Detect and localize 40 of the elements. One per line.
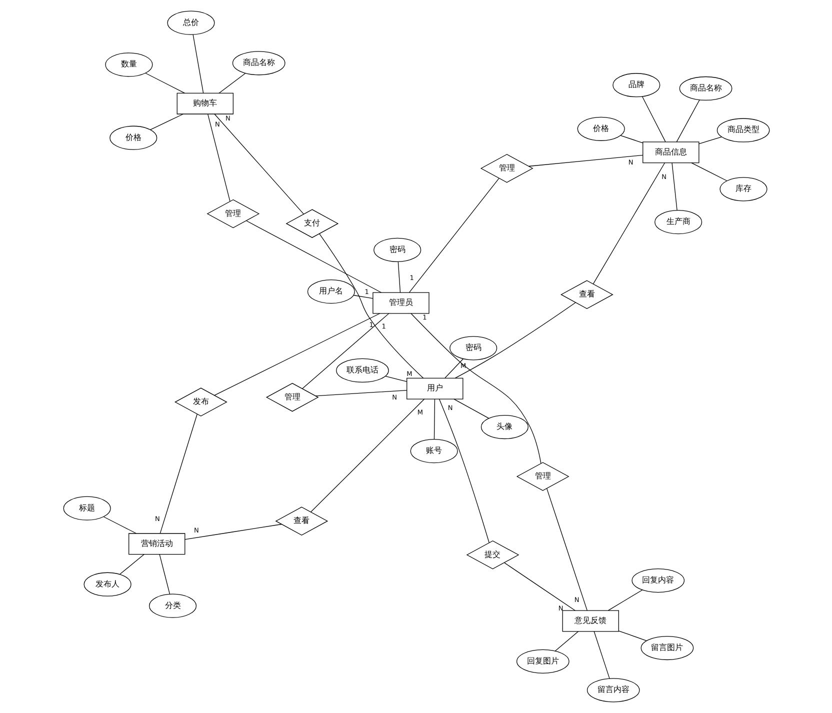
connector — [618, 630, 647, 642]
connector — [150, 114, 183, 130]
connector — [593, 631, 610, 679]
connector — [607, 590, 642, 611]
connector — [641, 96, 666, 142]
connector — [314, 390, 407, 396]
connector — [438, 398, 489, 543]
connector — [454, 302, 576, 378]
connector — [159, 414, 197, 534]
connector — [158, 554, 170, 594]
connector — [528, 154, 643, 167]
connector — [397, 261, 400, 293]
connector — [444, 358, 464, 378]
connector — [554, 631, 578, 652]
connector — [246, 220, 382, 293]
connector — [384, 376, 407, 382]
connector — [546, 488, 587, 611]
connector — [671, 162, 677, 211]
connector — [102, 516, 136, 534]
connector — [207, 114, 230, 202]
connector — [144, 72, 184, 94]
connector — [504, 562, 575, 611]
connector — [218, 73, 246, 94]
connector — [433, 398, 435, 440]
connector — [592, 162, 665, 284]
connector — [184, 524, 282, 540]
connector — [352, 294, 373, 299]
connector — [318, 233, 424, 378]
connector — [192, 34, 204, 94]
connector — [214, 313, 380, 396]
connector — [214, 114, 304, 214]
connector — [698, 136, 722, 144]
connector — [676, 100, 700, 142]
connector — [119, 554, 144, 574]
connector — [410, 313, 541, 464]
connector — [453, 398, 489, 419]
connector — [690, 162, 727, 182]
connector — [408, 178, 499, 293]
connector — [310, 398, 424, 512]
connector — [620, 135, 643, 144]
